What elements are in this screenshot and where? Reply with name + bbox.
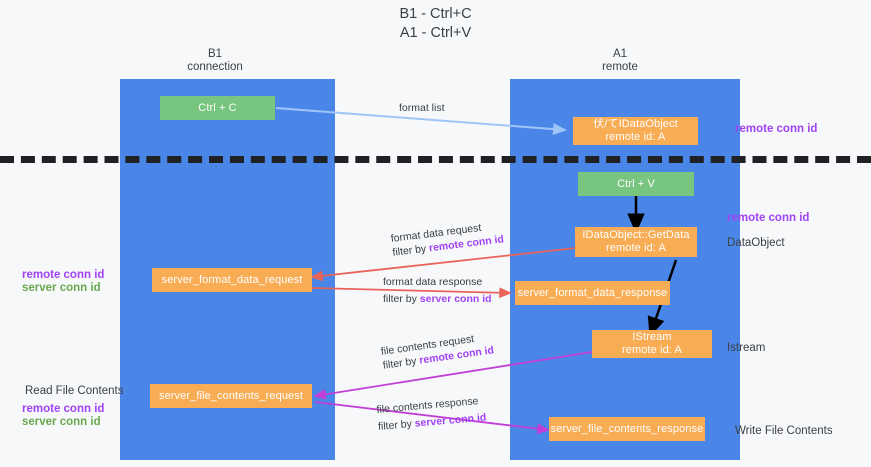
node-server-file-contents-response[interactable]: server_file_contents_response [549, 417, 705, 441]
edge-label-format-data-response-line2: filter by server conn id [383, 292, 492, 306]
caption-read-file-contents: Read File Contents [25, 385, 124, 397]
node-istream-label: IStream [632, 331, 672, 343]
node-ctrl-v[interactable]: Ctrl + V [578, 172, 694, 196]
column-header-b1: B1 connection [140, 48, 290, 74]
caption-remote-conn-id-top: remote conn id [735, 123, 818, 135]
connector-format-list [275, 107, 567, 136]
caption-left-server-conn-id-mid: server conn id [22, 282, 101, 294]
caption-dataobject: DataObject [727, 237, 785, 249]
node-istream-sub: remote id: A [622, 344, 682, 356]
node-server-file-contents-request-label: server_file_contents_request [158, 389, 304, 402]
node-server-file-contents-request[interactable]: server_file_contents_request [150, 384, 312, 408]
connector-file-contents-request [313, 351, 593, 400]
caption-left-server-conn-id-bottom: server conn id [22, 416, 101, 428]
node-server-file-contents-response-label: server_file_contents_response [550, 422, 704, 435]
title-line-1: B1 - Ctrl+C [399, 6, 472, 22]
edge-label-file-contents-response-prefix: filter by [377, 417, 416, 433]
node-idataobject-getdata[interactable]: IDataObject::GetData remote id: A [575, 227, 697, 257]
edge-label-format-data-response-line1: format data response [383, 276, 483, 288]
node-getdata-label: IDataObject::GetData [582, 229, 690, 241]
caption-left-remote-conn-id-mid: remote conn id [22, 269, 105, 281]
node-ctrl-c[interactable]: Ctrl + C [160, 96, 275, 120]
caption-remote-conn-id-mid: remote conn id [727, 212, 810, 224]
node-idataobject-sub: remote id: A [605, 131, 666, 143]
phase-divider [0, 156, 871, 163]
node-ctrl-v-label: Ctrl + V [617, 177, 655, 190]
column-header-a1: A1 remote [545, 48, 695, 74]
node-server-format-data-request[interactable]: server_format_data_request [152, 268, 312, 292]
edge-label-format-data-response-highlight: server conn id [419, 293, 492, 305]
connector-format-data-request [310, 247, 577, 282]
node-istream[interactable]: IStream remote id: A [592, 330, 712, 358]
node-server-format-data-response[interactable]: server_format_data_response [515, 281, 670, 305]
connector-format-data-response [311, 287, 512, 299]
column-header-b1-role: connection [187, 61, 243, 73]
edge-label-format-data-response-prefix: filter by [383, 293, 420, 305]
caption-left-remote-conn-id-bottom: remote conn id [22, 403, 105, 415]
edge-label-format-list: format list [399, 101, 445, 115]
column-header-b1-name: B1 [207, 48, 223, 60]
node-ctrl-c-label: Ctrl + C [198, 101, 237, 114]
column-header-a1-name: A1 [612, 48, 628, 60]
node-getdata-sub: remote id: A [606, 242, 666, 254]
connector-file-contents-response [314, 401, 550, 435]
diagram-title: B1 - Ctrl+C A1 - Ctrl+V [0, 5, 871, 43]
node-server-format-data-request-label: server_format_data_request [161, 273, 303, 286]
column-header-a1-role: remote [602, 61, 638, 73]
caption-istream: Istream [727, 342, 766, 354]
node-server-format-data-response-label: server_format_data_response [517, 286, 668, 299]
node-idataobject-label: 伏/てIDataObject [593, 118, 678, 130]
edge-label-format-data-response: format data response filter by server co… [383, 275, 492, 306]
edge-label-format-list-line1: format list [399, 102, 445, 114]
node-idataobject[interactable]: 伏/てIDataObject remote id: A [573, 117, 698, 145]
title-line-2: A1 - Ctrl+V [399, 25, 472, 41]
caption-write-file-contents: Write File Contents [735, 425, 833, 437]
